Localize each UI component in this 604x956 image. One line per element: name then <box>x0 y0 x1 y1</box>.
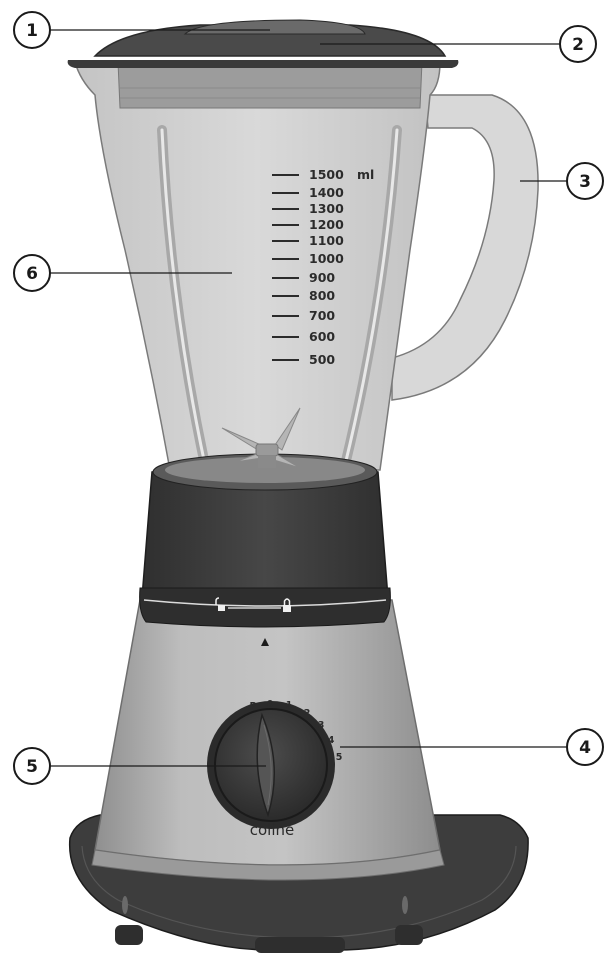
scale-mark-label: 600 <box>309 329 335 344</box>
callout-2: 2 <box>559 25 597 63</box>
jug-collar <box>139 453 391 628</box>
callout-4: 4 <box>566 728 604 766</box>
dial-position-label: 1 <box>286 700 293 711</box>
blade-assembly <box>221 407 301 469</box>
dial-position-label: 5 <box>336 752 343 763</box>
callout-3: 3 <box>566 162 604 200</box>
callout-2-label: 2 <box>572 35 584 55</box>
scale-unit-label: ml <box>357 167 374 182</box>
callout-5: 5 <box>13 747 51 785</box>
scale-mark-label: 900 <box>309 270 335 285</box>
scale-mark-label: 1100 <box>309 233 344 248</box>
dial-position-label: 2 <box>304 708 311 719</box>
callout-6: 6 <box>13 254 51 292</box>
scale-mark-label: 1000 <box>309 251 344 266</box>
scale-mark-label: 800 <box>309 288 335 303</box>
dial-position-label: 3 <box>318 720 325 731</box>
scale-mark-label: 1400 <box>309 185 344 200</box>
scale-mark-label: 700 <box>309 308 335 323</box>
brand-logo-text: coline <box>250 821 295 839</box>
callout-leader-lines <box>50 29 568 767</box>
lock-indicator <box>215 597 291 646</box>
callout-4-label: 4 <box>579 738 591 758</box>
callout-1-label: 1 <box>26 21 38 41</box>
scale-mark-label: 1500 <box>309 167 344 182</box>
dial-position-label: 4 <box>328 735 335 746</box>
callout-1: 1 <box>13 11 51 49</box>
locked-padlock-icon <box>283 598 291 612</box>
dial-position-label: 0 <box>267 699 274 710</box>
callout-5-label: 5 <box>26 757 38 777</box>
callout-3-label: 3 <box>579 172 591 192</box>
scale-mark-label: 1200 <box>309 217 344 232</box>
scale-mark-label: 500 <box>309 352 335 367</box>
unlocked-padlock-icon <box>215 597 225 611</box>
triangle-up-icon <box>261 638 269 646</box>
jug <box>74 61 539 471</box>
speed-control-knob[interactable] <box>207 701 335 829</box>
scale-mark-label: 1300 <box>309 201 344 216</box>
dial-position-label: P <box>250 701 257 712</box>
callout-6-label: 6 <box>26 264 38 284</box>
